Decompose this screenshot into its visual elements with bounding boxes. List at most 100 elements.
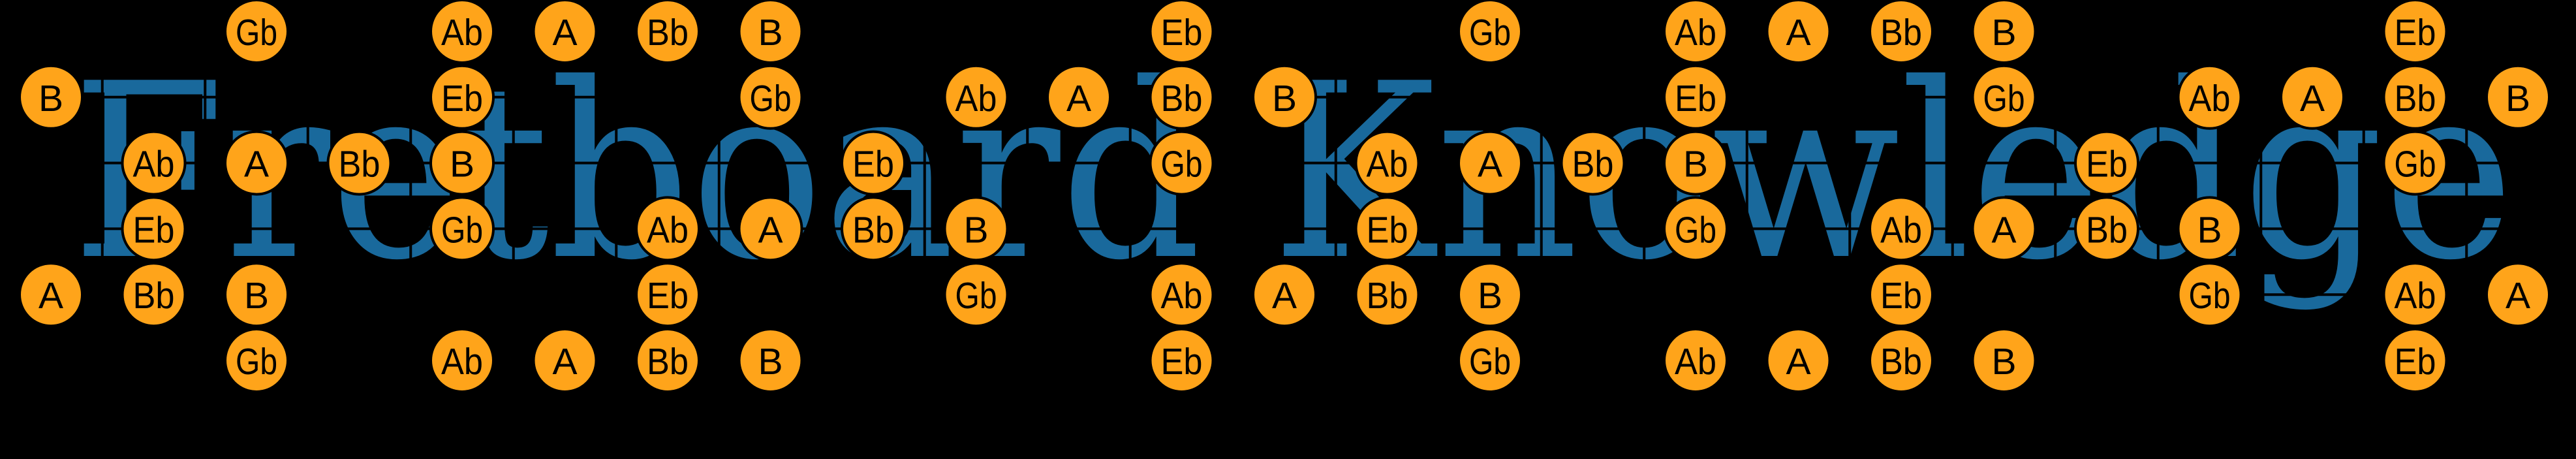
note-circle bbox=[2177, 262, 2242, 328]
note-label: B bbox=[1991, 12, 2016, 54]
note-label: A bbox=[39, 275, 63, 317]
note-label: A bbox=[1786, 12, 1810, 54]
note-label: Eb bbox=[1675, 78, 1716, 119]
note-circle bbox=[2382, 130, 2448, 196]
note-label: Eb bbox=[1880, 275, 1922, 317]
note-circle bbox=[1869, 0, 1934, 64]
note-label: A bbox=[758, 209, 783, 251]
note-label: Ab bbox=[133, 144, 175, 185]
note-label: B bbox=[2506, 78, 2530, 119]
note-label: Bb bbox=[647, 341, 689, 383]
note-circle bbox=[121, 130, 187, 196]
note-circle bbox=[2485, 262, 2551, 328]
note-label: B bbox=[2197, 209, 2222, 251]
note-circle bbox=[2280, 64, 2345, 130]
note-circle bbox=[1663, 328, 1728, 393]
note-circle bbox=[2074, 196, 2139, 262]
note-circle bbox=[532, 328, 598, 393]
note-label: Ab bbox=[955, 78, 997, 119]
note-circle bbox=[737, 0, 803, 64]
note-label: Gb bbox=[2395, 144, 2436, 185]
note-label: Gb bbox=[750, 78, 792, 119]
note-label: Bb bbox=[339, 144, 380, 185]
note-circle bbox=[18, 262, 84, 328]
note-circle bbox=[2382, 262, 2448, 328]
note-label: B bbox=[450, 144, 474, 185]
note-circle bbox=[737, 196, 803, 262]
note-circle bbox=[1457, 130, 1523, 196]
note-label: Eb bbox=[2395, 341, 2436, 383]
note-label: Gb bbox=[2189, 275, 2231, 317]
note-label: Bb bbox=[1161, 78, 1203, 119]
note-circle bbox=[841, 130, 906, 196]
note-label: Gb bbox=[441, 209, 483, 251]
note-label: Eb bbox=[2395, 12, 2436, 54]
note-circle bbox=[1971, 64, 2037, 130]
note-label: Gb bbox=[1161, 144, 1203, 185]
note-circle bbox=[326, 130, 392, 196]
note-circle bbox=[429, 0, 495, 64]
note-label: Ab bbox=[1880, 209, 1922, 251]
note-label: A bbox=[1066, 78, 1091, 119]
note-circle bbox=[1971, 0, 2037, 64]
note-label: Bb bbox=[133, 275, 175, 317]
note-circle bbox=[224, 328, 289, 393]
note-circle bbox=[1869, 262, 1934, 328]
note-circle bbox=[1663, 130, 1728, 196]
note-circle bbox=[1149, 0, 1215, 64]
note-circle bbox=[943, 262, 1009, 328]
note-circle bbox=[1252, 64, 1317, 130]
note-label: A bbox=[2506, 275, 2530, 317]
note-label: A bbox=[552, 341, 577, 383]
note-label: Bb bbox=[2395, 78, 2436, 119]
note-label: Ab bbox=[2395, 275, 2436, 317]
note-label: B bbox=[758, 341, 783, 383]
note-label: Eb bbox=[647, 275, 689, 317]
note-label: Eb bbox=[2086, 144, 2128, 185]
note-label: Ab bbox=[1675, 341, 1716, 383]
note-circle bbox=[429, 64, 495, 130]
note-circle bbox=[1252, 262, 1317, 328]
note-label: A bbox=[244, 144, 269, 185]
note-circle bbox=[1354, 196, 1420, 262]
note-label: Bb bbox=[852, 209, 894, 251]
note-circle bbox=[1457, 328, 1523, 393]
note-label: B bbox=[1683, 144, 1708, 185]
note-label: B bbox=[1272, 78, 1297, 119]
note-label: B bbox=[963, 209, 988, 251]
note-label: Ab bbox=[441, 341, 483, 383]
note-circle bbox=[841, 196, 906, 262]
note-label: Gb bbox=[236, 12, 277, 54]
note-label: Bb bbox=[1367, 275, 1408, 317]
note-circle bbox=[1354, 262, 1420, 328]
note-circle bbox=[532, 0, 598, 64]
note-label: A bbox=[552, 12, 577, 54]
note-circle bbox=[2382, 64, 2448, 130]
note-label: Bb bbox=[647, 12, 689, 54]
note-circle bbox=[121, 196, 187, 262]
note-circle bbox=[737, 328, 803, 393]
note-circle bbox=[121, 262, 187, 328]
note-label: A bbox=[1991, 209, 2016, 251]
note-label: A bbox=[1478, 144, 1502, 185]
note-label: Bb bbox=[2086, 209, 2128, 251]
note-circle bbox=[1149, 328, 1215, 393]
note-label: Eb bbox=[852, 144, 894, 185]
note-label: Eb bbox=[1367, 209, 1408, 251]
note-label: Ab bbox=[441, 12, 483, 54]
note-circle bbox=[1457, 0, 1523, 64]
note-label: A bbox=[1272, 275, 1297, 317]
note-label: B bbox=[1478, 275, 1502, 317]
note-label: Gb bbox=[1469, 12, 1511, 54]
note-label: Gb bbox=[955, 275, 997, 317]
note-label: Ab bbox=[1675, 12, 1716, 54]
note-label: B bbox=[758, 12, 783, 54]
note-circle bbox=[943, 64, 1009, 130]
note-circle bbox=[1149, 262, 1215, 328]
note-label: Ab bbox=[647, 209, 689, 251]
note-label: Eb bbox=[441, 78, 483, 119]
note-circle bbox=[2074, 130, 2139, 196]
